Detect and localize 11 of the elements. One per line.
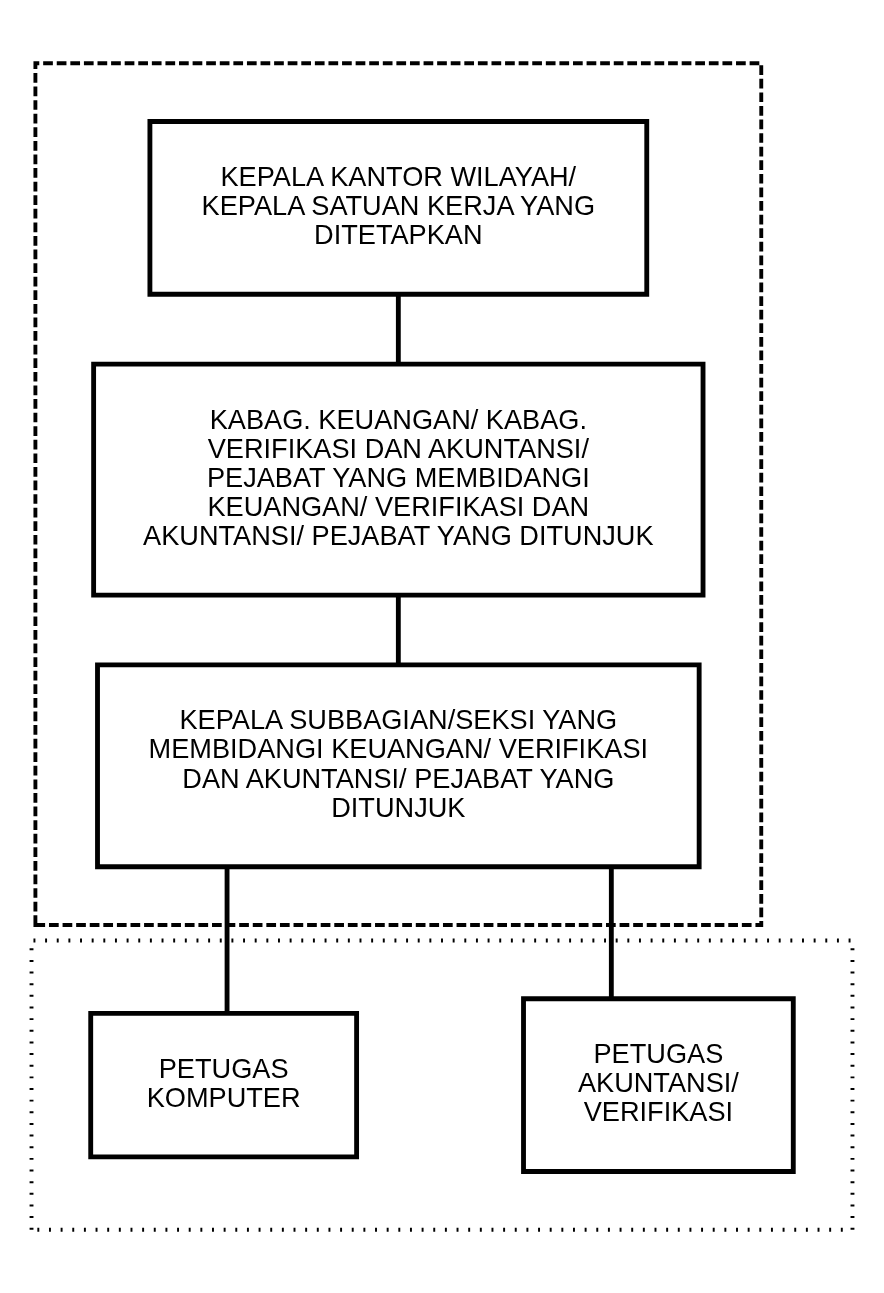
node-box: PETUGAS KOMPUTER [88, 1010, 360, 1160]
connector [224, 866, 230, 1014]
connector [395, 595, 401, 665]
node-box: KABAG. KEUANGAN/ KABAG. VERIFIKASI DAN AKUNTANSI/ PEJABAT YANG MEMBIDANGI KEUANGAN/ VERIFIKASI DAN AKUNTANSI/ PEJABAT YANG DITUNJUK [91, 361, 706, 598]
node-box: PETUGAS AKUNTANSI/ VERIFIKASI [521, 996, 796, 1174]
node-box: KEPALA SUBBAGIAN/SEKSI YANG MEMBIDANGI KEUANGAN/ VERIFIKASI DAN AKUNTANSI/ PEJABAT YANG DITUNJUK [95, 662, 702, 870]
connector [608, 866, 614, 999]
node-box: KEPALA KANTOR WILAYAH/ KEPALA SATUAN KERJA YANG DITETAPKAN [147, 119, 650, 297]
connector [395, 294, 401, 364]
cluster [33, 61, 764, 927]
cluster [29, 938, 855, 1232]
